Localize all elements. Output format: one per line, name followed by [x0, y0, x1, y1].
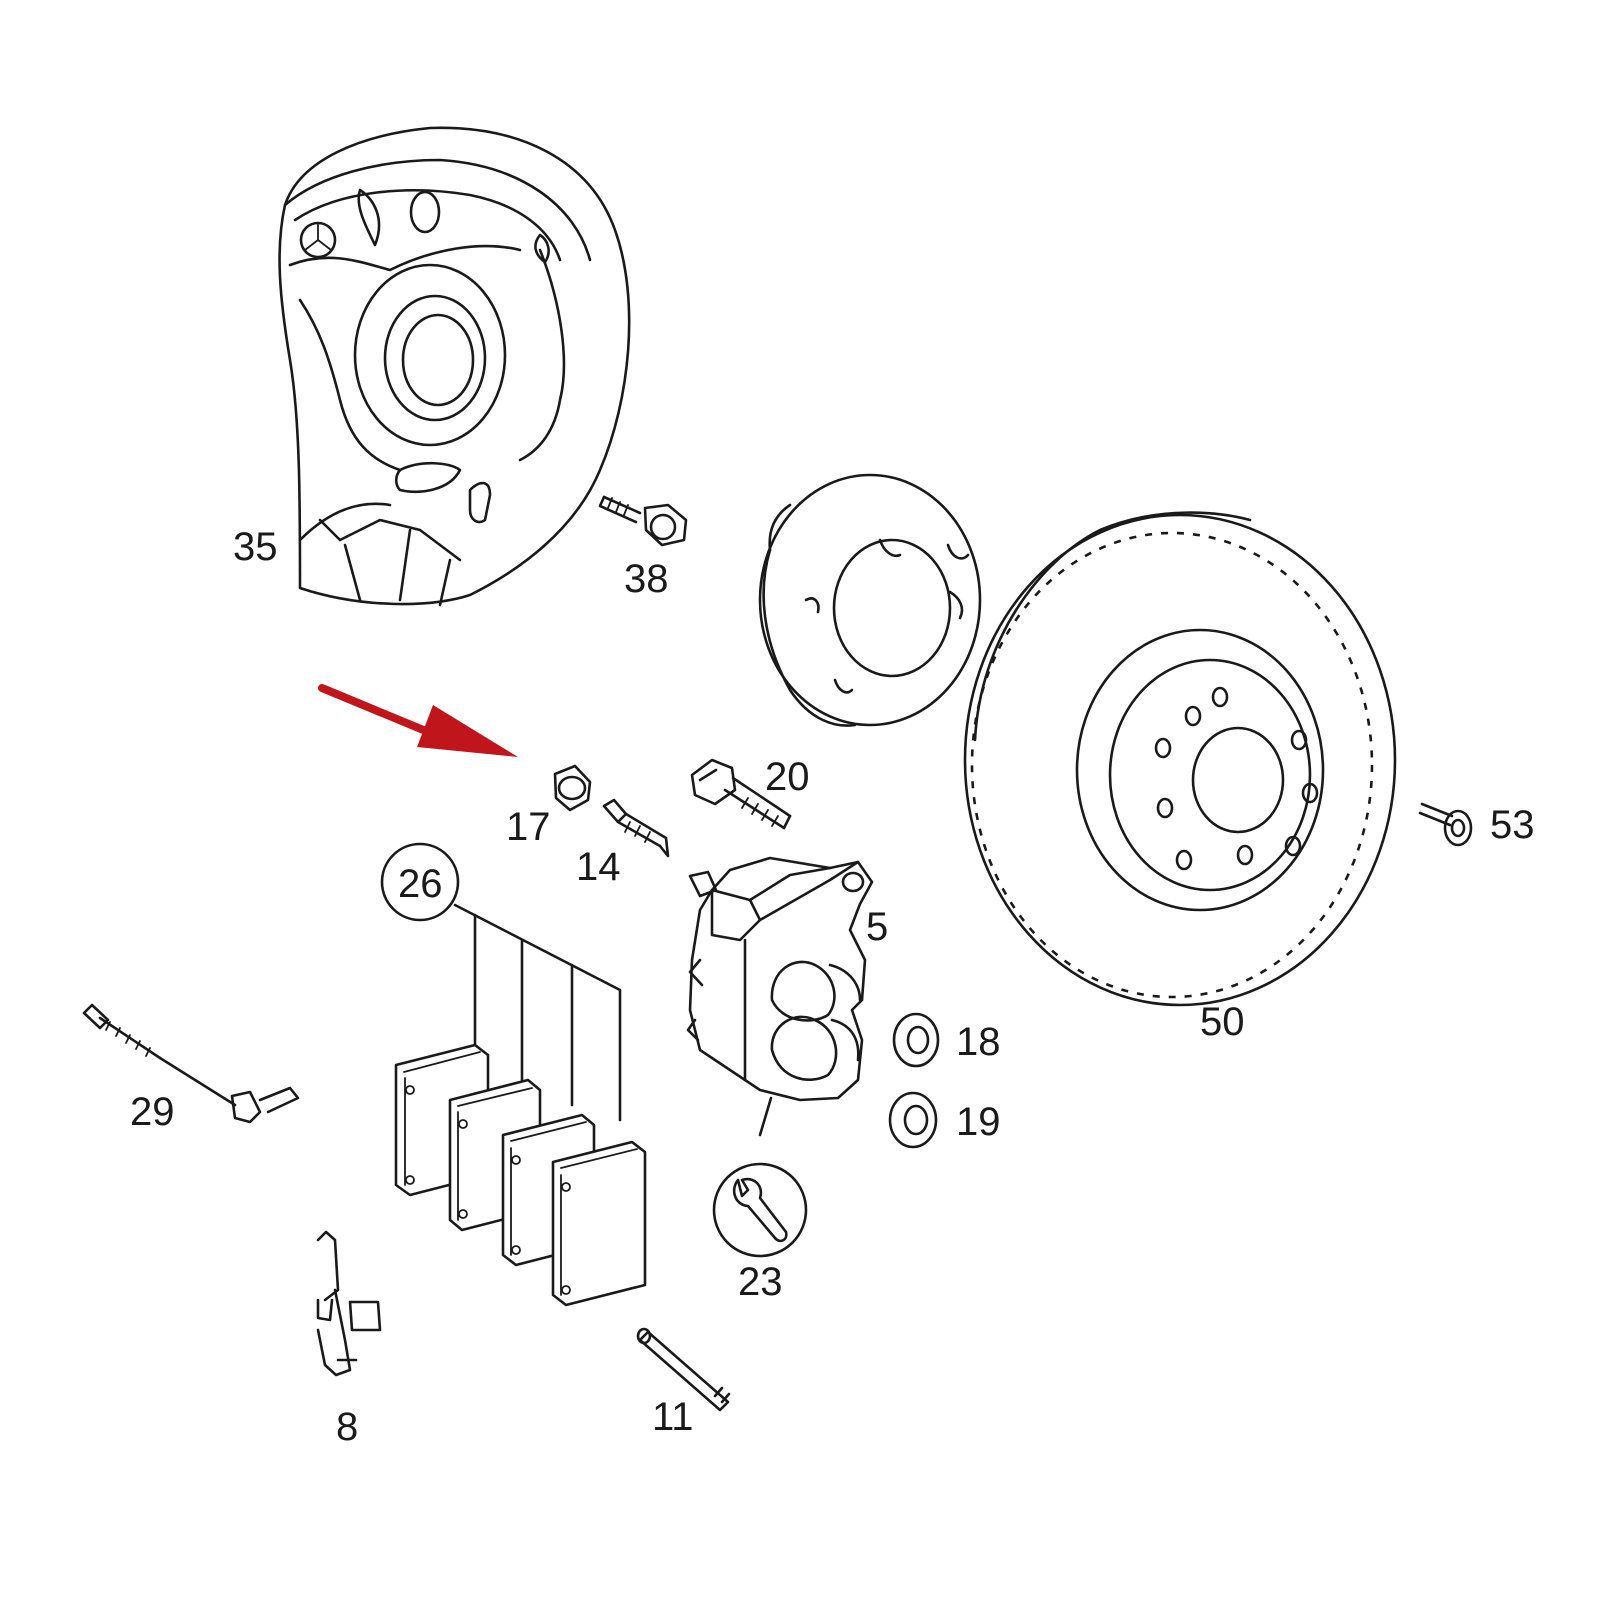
label-5: 5: [866, 905, 888, 949]
label-53: 53: [1490, 803, 1535, 847]
label-18: 18: [956, 1020, 1001, 1064]
part-50-brake-disc: [963, 511, 1397, 1007]
part-53-screw: [1418, 802, 1473, 847]
red-pointer-arrow: [318, 684, 518, 757]
part-26-brake-pad-set: [380, 842, 647, 1307]
label-8: 8: [336, 1405, 358, 1449]
label-26: 26: [398, 862, 443, 906]
label-20: 20: [765, 755, 810, 799]
wheel-hub: [758, 473, 982, 727]
label-17: 17: [506, 805, 551, 849]
label-35: 35: [233, 525, 278, 569]
part-5-brake-caliper: [686, 856, 874, 1137]
label-11: 11: [652, 1395, 694, 1439]
part-20-caliper-bolt: [690, 758, 792, 830]
label-38: 38: [624, 557, 669, 601]
label-29: 29: [130, 1090, 175, 1134]
part-8-spring-clip: [316, 1230, 382, 1377]
part-35-splash-shield: [278, 126, 631, 607]
wrench-icon: [732, 1177, 788, 1243]
part-23-repair-kit: [712, 1162, 808, 1258]
part-29-wear-sensor: [82, 1003, 300, 1124]
part-14-bleed-screw: [602, 798, 670, 858]
label-14: 14: [576, 845, 621, 889]
part-17-cap: [553, 764, 592, 812]
label-19: 19: [956, 1100, 1001, 1144]
part-19-seal: [888, 1091, 938, 1149]
label-50: 50: [1200, 1000, 1245, 1044]
label-23: 23: [738, 1260, 783, 1304]
part-11-pin: [636, 1327, 731, 1412]
part-38-bolt: [598, 495, 688, 547]
part-18-seal: [892, 1012, 940, 1068]
